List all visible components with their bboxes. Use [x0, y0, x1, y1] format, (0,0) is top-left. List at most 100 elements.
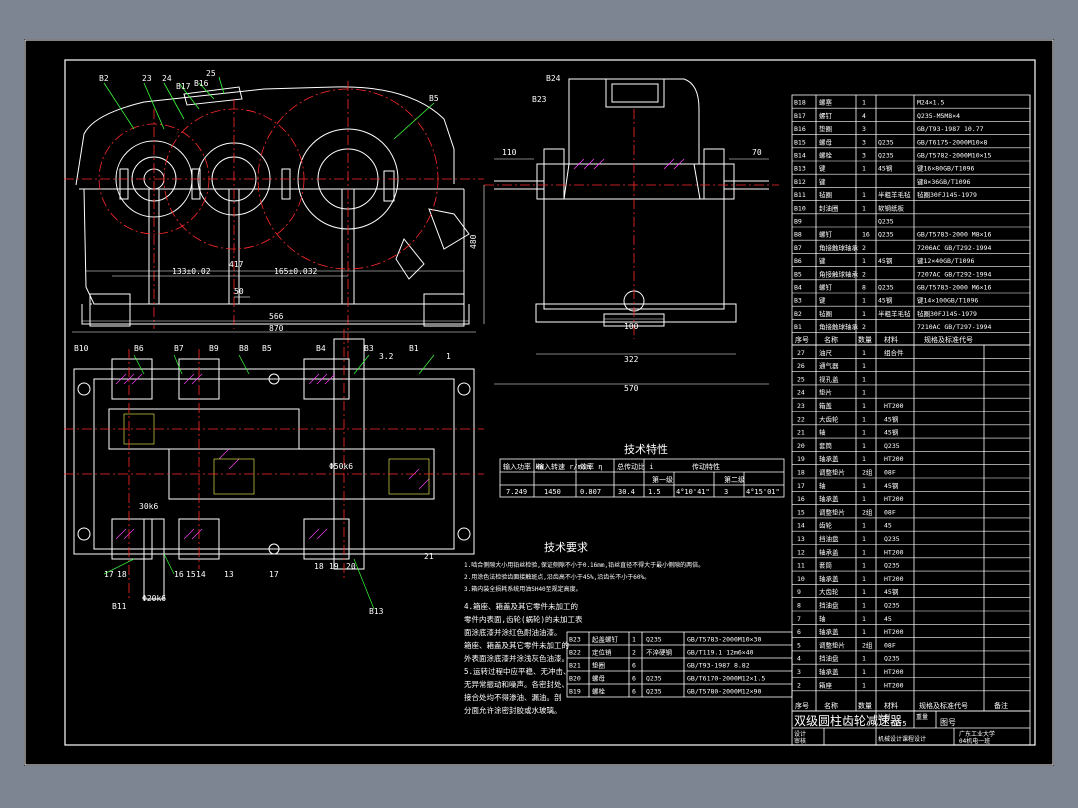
part-cell: 套筒 [819, 561, 833, 570]
part-cell: 齿轮 [819, 521, 833, 530]
top-balloon: B13 [369, 607, 384, 616]
small-bom-cell: 6 [632, 662, 636, 670]
std-part-cell: 毡圈30FJ145-1979 [917, 309, 977, 318]
top-balloon: 20 [346, 562, 356, 571]
front-view-balloons: B2 23 24 B17 B16 25 B5 [99, 69, 439, 103]
small-bom-cell: 垫圈 [592, 661, 605, 670]
small-bom-cell: Q235 [646, 636, 662, 644]
part-cell: 1 [862, 615, 866, 623]
std-part-cell: 45钢 [878, 297, 893, 305]
part-cell: 调整垫片 [819, 507, 845, 516]
std-part-cell: Q235 [878, 218, 894, 226]
std-part-cell: GB/T5782-2000M10×15 [917, 152, 991, 160]
std-header-cell: 材料 [884, 335, 898, 344]
drawing-frame [64, 59, 1036, 746]
tech-req-line: 2.用涂色法检验齿面接触斑点,沿齿高不小于45%,沿齿长不小于60%。 [464, 573, 650, 581]
part-cell: 5 [797, 641, 801, 649]
part-cell: 7 [797, 615, 801, 623]
part-cell: 45钢 [884, 482, 899, 490]
front-view-leaders [103, 76, 435, 140]
part-cell: 8 [797, 602, 801, 610]
std-part-cell: 1 [862, 191, 866, 199]
std-part-cell: 角接触球轴承 [819, 322, 859, 331]
top-balloon: 18 [314, 562, 324, 571]
std-part-cell: B8 [794, 231, 802, 239]
std-part-cell: 螺母 [819, 137, 833, 146]
front-view-dim-text: 133±0.02 417 165±0.032 50 566 870 [172, 260, 318, 333]
std-part-cell: 螺钉 [819, 283, 833, 292]
std-header-cell: 序号 [795, 335, 809, 344]
dim-label: Φ50k6 [329, 462, 353, 471]
course-name: 机械设计课程设计 [878, 735, 926, 743]
front-balloon: B5 [429, 94, 439, 103]
std-header-cell: 规格及标准代号 [924, 335, 973, 344]
std-part-cell: B7 [794, 244, 802, 252]
std-header-cell: 名称 [824, 335, 838, 344]
std-part-cell: B11 [794, 191, 806, 199]
top-view-hatch [115, 373, 430, 540]
part-cell: 24 [797, 389, 805, 397]
top-balloon: 13 [224, 570, 234, 579]
part-cell: HT200 [884, 495, 904, 503]
part-cell: 22 [797, 415, 805, 423]
role-review: 审核 [794, 737, 806, 745]
std-part-cell: 7210AC GB/T297-1994 [917, 323, 991, 331]
std-part-cell: 2 [862, 270, 866, 278]
small-bom-cell: B19 [569, 688, 581, 696]
dim-label: 870 [269, 324, 284, 333]
part-cell: HT200 [884, 628, 904, 636]
perf-header: 效率 η [580, 462, 602, 471]
part-cell: 1 [862, 535, 866, 543]
part-cell: HT200 [884, 681, 904, 689]
parts-header-cell: 规格及标准代号 [919, 701, 968, 710]
top-balloon: B7 [174, 344, 184, 353]
parts-header-cell: 备注 [994, 701, 1008, 710]
part-cell: 14 [797, 522, 805, 530]
tech-req-line: 4.箱座、箱盖及其它零件未加工的 [464, 601, 578, 611]
part-cell: 轴承盖 [819, 547, 839, 556]
title-block-grid [791, 710, 1031, 746]
side-balloon: B23 [532, 95, 547, 104]
front-view [75, 86, 470, 327]
perf-cell: 4°15'01" [746, 488, 780, 496]
std-part-cell: B12 [794, 178, 806, 186]
perf-header: 输入转速 r/min [537, 462, 590, 471]
part-cell: 通气器 [819, 361, 839, 370]
std-part-cell: B2 [794, 310, 802, 318]
top-balloon: B5 [262, 344, 272, 353]
part-cell: 1 [862, 442, 866, 450]
front-balloon: 24 [162, 74, 172, 83]
parts-header-cell: 数量 [858, 701, 872, 710]
std-part-cell: 螺钉 [819, 230, 833, 239]
std-part-cell: 软钢纸板 [878, 203, 905, 212]
part-cell: HT200 [884, 575, 904, 583]
std-part-cell: 3 [862, 125, 866, 133]
std-part-cell: 1 [862, 99, 866, 107]
cad-drawing: B2 23 24 B17 B16 25 B5 133±0.02 417 165±… [24, 39, 1054, 766]
top-balloon: B9 [209, 344, 219, 353]
front-balloon: 25 [206, 69, 216, 78]
part-cell: 视孔盖 [819, 374, 839, 383]
front-view-centerlines [64, 81, 484, 359]
std-part-cell: B5 [794, 270, 802, 278]
part-cell: 1 [862, 389, 866, 397]
std-part-cell: 1 [862, 204, 866, 212]
std-parts-header: 序号 名称 数量 材料 规格及标准代号 [795, 335, 973, 344]
small-bom-cell: 不淬硬钢 [646, 648, 673, 657]
part-cell: 1 [862, 655, 866, 663]
part-cell: 轴承盖 [819, 667, 839, 676]
top-balloon: 17 [104, 570, 114, 579]
top-view-text: B10 B6 B7 B9 B8 B5 B4 B3 3.2 B1 1 17 18 … [74, 344, 451, 616]
dim-label: 322 [624, 355, 639, 364]
part-cell: 45 [884, 522, 892, 530]
part-cell: 1 [862, 588, 866, 596]
part-cell: HT200 [884, 668, 904, 676]
dim-label: 133±0.02 [172, 267, 211, 276]
scale-value: 1:5 [894, 720, 907, 728]
part-cell: Q235 [884, 442, 900, 450]
parts-header-cell: 序号 [795, 701, 809, 710]
std-part-cell: B1 [794, 323, 802, 331]
front-balloon: 23 [142, 74, 152, 83]
